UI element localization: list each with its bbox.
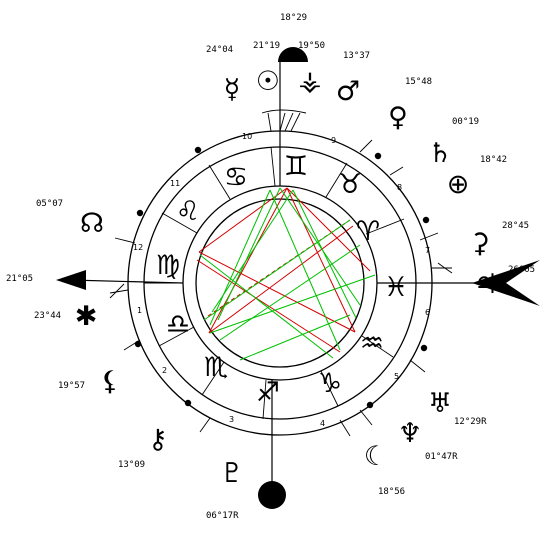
aspect-ring: [195, 198, 365, 368]
house-label-1: 1: [137, 306, 142, 315]
mc-degree: 18°29: [280, 13, 307, 23]
virgo-sign-icon: ♍: [156, 250, 180, 281]
mars-icon: ♂: [336, 76, 360, 107]
vertex-cusp-arc: [109, 283, 125, 299]
mercury-icon: ☿: [224, 74, 241, 105]
house-label-12: 12: [133, 243, 143, 252]
lilith-degree: 19°57: [58, 381, 85, 391]
ceres-degree: 28°45: [502, 221, 529, 231]
neptune-alt-icon: ⚶: [299, 66, 322, 97]
imum-coeli-marker-icon: [258, 481, 286, 509]
jupiter-icon: ♃: [474, 269, 498, 300]
planet-glyphs: ☿ ☉ ⚶ ♂ ♀ ♄ ⊕ ⚳ ♃ ♅ ♆ ☾ ♇ ⚷ ⚸ ✱ ☊: [75, 66, 498, 489]
sun-icon: ☉: [256, 66, 280, 97]
cancer-sign-icon: ♋: [224, 162, 248, 193]
pluto-degree: 06°17R: [206, 511, 239, 521]
aquarius-sign-icon: ♒: [360, 328, 384, 359]
gemini-sign-icon: ♊: [284, 151, 308, 182]
aspect-lines: [196, 187, 376, 361]
mercury-degree: 24°04: [206, 45, 233, 55]
midheaven-marker-icon: [278, 47, 308, 62]
neptune-alt-degree: 19°50: [298, 41, 325, 51]
house-label-10: 10: [242, 132, 252, 141]
taurus-sign-icon: ♉: [338, 169, 362, 200]
venus-icon: ♀: [388, 102, 408, 133]
midheaven-cusp-arc: [261, 109, 307, 114]
pluto-icon: ♇: [220, 458, 244, 489]
asc-axis: [69, 279, 184, 284]
ascendant-degree: 21°05: [6, 274, 33, 284]
north-node-icon: ☊: [80, 208, 104, 239]
jupiter-degree: 26°05: [508, 265, 535, 275]
house-labels: 1 2 3 4 5 6 7 8 9 10 11 12: [133, 132, 430, 428]
capricorn-sign-icon: ♑: [318, 368, 342, 399]
aries-sign-icon: ♈: [356, 216, 380, 247]
house-label-6: 6: [425, 308, 430, 317]
moon-icon: ☾: [364, 441, 388, 472]
uranus-icon: ♅: [428, 388, 452, 419]
chiron-icon: ⚷: [148, 424, 168, 455]
zodiac-inner-ring: [182, 185, 378, 381]
leo-sign-icon: ♌: [176, 196, 200, 227]
jupiter-cusp-arc: [437, 262, 453, 274]
vertex-icon: ✱: [75, 301, 98, 332]
degree-labels: 18°29 24°04 21°19 19°50 13°37 15°48 00°1…: [6, 13, 535, 521]
venus-degree: 15°48: [405, 77, 432, 87]
scorpio-sign-icon: ♏: [204, 352, 228, 383]
pisces-sign-icon: ♓: [384, 272, 408, 303]
house-label-5: 5: [394, 372, 399, 381]
moon-degree: 18°56: [378, 487, 405, 497]
uranus-degree: 12°29R: [454, 417, 487, 427]
neptune-icon: ♆: [398, 418, 422, 449]
house-label-2: 2: [162, 366, 167, 375]
descendant-arrow-icon: [472, 260, 540, 306]
earth-degree: 18°42: [480, 155, 507, 165]
sun-degree: 21°19: [253, 41, 280, 51]
chiron-degree: 13°09: [118, 460, 145, 470]
north-node-degree: 05°07: [36, 199, 63, 209]
house-cusp-dots: [134, 146, 430, 409]
ceres-icon: ⚳: [470, 228, 490, 259]
zodiac-signs: ♈ ♉ ♊ ♋ ♌ ♍ ♎ ♏ ♐ ♑ ♒ ♓: [156, 151, 408, 408]
vertex-degree: 23°44: [34, 311, 61, 321]
earth-icon: ⊕: [447, 169, 470, 200]
neptune-degree: 01°47R: [425, 452, 458, 462]
ascendant-arrow-icon: [56, 270, 86, 290]
mars-degree: 13°37: [343, 51, 370, 61]
libra-sign-icon: ♎: [166, 309, 190, 340]
house-label-7: 7: [425, 246, 430, 255]
house-label-3: 3: [229, 415, 234, 424]
lilith-icon: ⚸: [100, 366, 120, 397]
sagittarius-sign-icon: ♐: [256, 377, 280, 408]
house-label-11: 11: [170, 179, 180, 188]
house-label-9: 9: [331, 136, 336, 145]
saturn-icon: ♄: [428, 138, 452, 169]
house-label-4: 4: [320, 419, 325, 428]
saturn-degree: 00°19: [452, 117, 479, 127]
house-label-8: 8: [397, 183, 402, 192]
